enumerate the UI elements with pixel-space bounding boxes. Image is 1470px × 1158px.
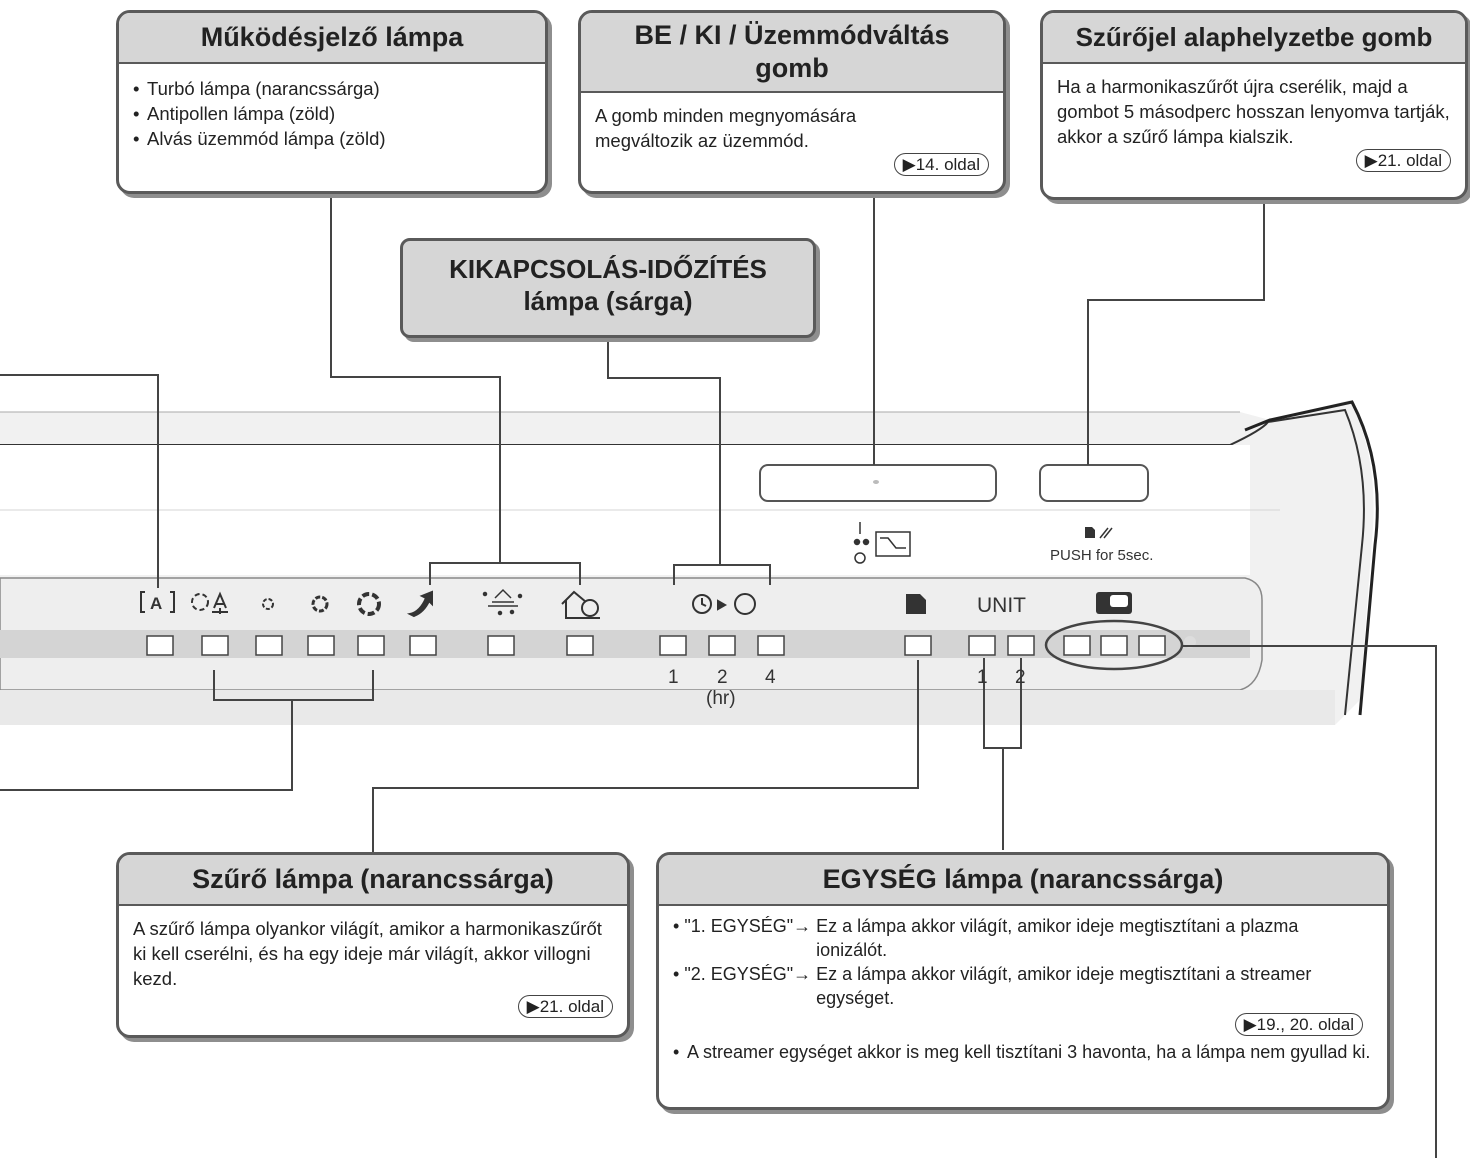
turbo-icon — [406, 590, 433, 618]
filter-lamp-callout: Szűrő lámpa (narancssárga) A szűrő lámpa… — [116, 852, 630, 1038]
filter-reset-page-ref: ▶21. oldal — [1355, 149, 1451, 172]
off-timer-lamp-tag: KIKAPCSOLÁS-IDŐZÍTÉS lámpa (sárga) — [400, 238, 816, 338]
operation-lamp-list: Turbó lámpa (narancssárga) Antipollen lá… — [133, 76, 531, 151]
sleep-icon — [561, 590, 600, 619]
fan-low-icon — [262, 598, 274, 610]
power-icon — [853, 522, 911, 564]
list-item: Antipollen lámpa (zöld) — [133, 101, 531, 126]
timer-icon — [692, 593, 756, 615]
fan-mid-icon — [311, 595, 329, 613]
filter-reset-callout: Szűrőjel alaphelyzetbe gomb Ha a harmoni… — [1040, 10, 1468, 200]
operation-lamp-title: Működésjelző lámpa — [119, 13, 545, 64]
auto-fan-icon: A — [140, 591, 175, 613]
unit2-key: "2. EGYSÉG"→ — [684, 964, 817, 984]
list-item: Turbó lámpa (narancssárga) — [133, 76, 531, 101]
unit1-text: Ez a lámpa akkor világít, amikor ideje m… — [816, 916, 1299, 960]
unit2-entry: • "2. EGYSÉG"→ Ez a lámpa akkor világít,… — [673, 962, 1373, 1010]
unit1-entry: • "1. EGYSÉG"→ Ez a lámpa akkor világít,… — [673, 914, 1373, 962]
unit-label: UNIT — [977, 594, 1026, 617]
night-fan-icon — [191, 591, 228, 614]
operation-lamp-callout: Működésjelző lámpa Turbó lámpa (narancss… — [116, 10, 548, 194]
filter-lamp-text: A szűrő lámpa olyankor világít, amikor a… — [133, 918, 602, 989]
onoff-button-callout: BE / KI / Üzemmódváltás gomb A gomb mind… — [578, 10, 1006, 194]
unit1-key: "1. EGYSÉG"→ — [684, 916, 817, 936]
filter-lamp-title: Szűrő lámpa (narancssárga) — [119, 855, 627, 906]
filter-reset-text: Ha a harmonikaszűrőt újra cserélik, majd… — [1057, 76, 1450, 147]
fan-high-icon — [357, 592, 381, 616]
timer-number-2: 2 — [717, 667, 728, 688]
filter-reset-icon — [1085, 527, 1113, 539]
filter-icon — [906, 594, 926, 614]
onoff-page-ref: ▶14. oldal — [893, 153, 989, 176]
antipollen-icon — [482, 588, 523, 616]
push-label: PUSH for 5sec. — [1050, 547, 1154, 564]
timer-unit: (hr) — [706, 688, 736, 709]
unit-number-1: 1 — [977, 667, 988, 688]
filter-reset-button[interactable] — [1039, 464, 1149, 502]
unit-number-2: 2 — [1015, 667, 1026, 688]
onoff-button-title: BE / KI / Üzemmódváltás gomb — [581, 13, 1003, 93]
svg-text:A: A — [150, 594, 162, 613]
unit-icon — [1096, 592, 1132, 614]
filter-lamp-page-ref: ▶21. oldal — [517, 995, 613, 1018]
filter-reset-title: Szűrőjel alaphelyzetbe gomb — [1043, 13, 1465, 64]
lamp-row — [146, 635, 1166, 656]
unit-lamp-callout: EGYSÉG lámpa (narancssárga) • "1. EGYSÉG… — [656, 852, 1390, 1110]
unit-lamp-page-ref: ▶19., 20. oldal — [1234, 1013, 1363, 1036]
list-item: Alvás üzemmód lámpa (zöld) — [133, 126, 531, 151]
timer-number-1: 1 — [668, 667, 679, 688]
unit-lamp-title: EGYSÉG lámpa (narancssárga) — [659, 855, 1387, 906]
timer-number-4: 4 — [765, 667, 776, 688]
onoff-button-text: A gomb minden megnyomására megváltozik a… — [595, 105, 857, 151]
unit2-text: Ez a lámpa akkor világít, amikor ideje m… — [816, 964, 1312, 1008]
unit-lamp-note: A streamer egységet akkor is meg kell ti… — [673, 1040, 1373, 1064]
